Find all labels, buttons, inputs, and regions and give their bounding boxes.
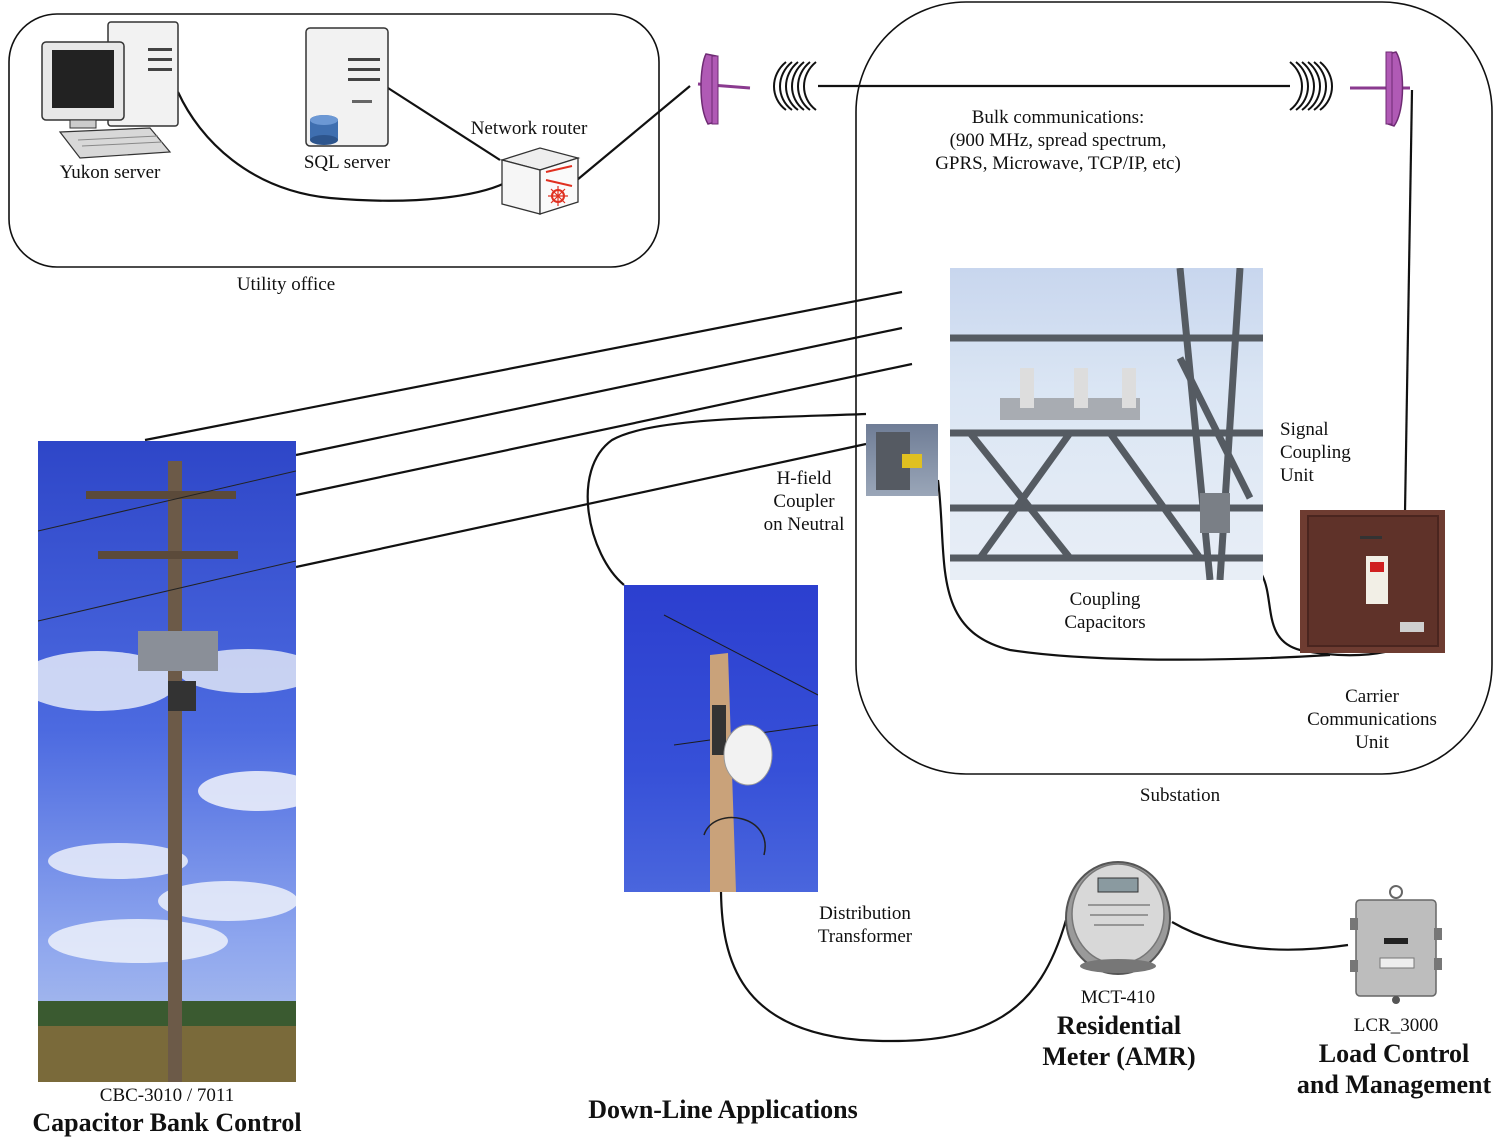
load-control-line-2: and Management (1296, 1070, 1492, 1099)
load-control-title: Load Control and Management (1290, 1038, 1498, 1100)
yukon-server-icon (41, 21, 179, 159)
radio-waves-right-icon (1289, 61, 1333, 111)
h-field-line-1: H-field (776, 468, 832, 489)
coupling-caps-line-1: Coupling (1069, 589, 1141, 610)
carrier-comms-line-1: Carrier (1345, 686, 1399, 707)
network-router-icon (499, 147, 581, 215)
substation-box (855, 1, 1493, 775)
substation-structure-photo (950, 268, 1263, 580)
coupling-caps-line-2: Capacitors (1064, 612, 1146, 633)
mct-410-model-label: MCT-410 (1080, 987, 1156, 1008)
radio-waves-left-icon (773, 61, 817, 111)
capacitor-bank-pole-photo (38, 441, 296, 1082)
antenna-to-carrier-cable (1403, 89, 1414, 513)
load-control-line-1: Load Control (1318, 1039, 1470, 1068)
h-field-coupler-label: H-field Coupler on Neutral (754, 467, 854, 536)
residential-meter-line-2: Meter (AMR) (1042, 1042, 1196, 1071)
signal-coupling-unit-label: Signal Coupling Unit (1280, 418, 1364, 487)
carrier-communications-unit-label: Carrier Communications Unit (1296, 685, 1448, 754)
coupling-cable-left (936, 479, 1331, 661)
yukon-server-label: Yukon server (59, 162, 161, 183)
transformer-to-meter-cable (719, 891, 1068, 1043)
h-field-line-3: on Neutral (763, 514, 845, 535)
carrier-comms-line-2: Communications (1307, 709, 1437, 730)
bulk-comms-line-2: (900 MHz, spread spectrum, (949, 130, 1167, 151)
distribution-transformer-photo (624, 585, 818, 892)
distribution-transformer-line-2: Transformer (817, 926, 913, 947)
cbc-model-label: CBC-3010 / 7011 (99, 1085, 235, 1106)
sql-server-label: SQL server (303, 152, 391, 173)
carrier-communications-unit-photo (1300, 510, 1445, 653)
transformer-feed-loop (586, 412, 867, 586)
lcr-3000-model-label: LCR_3000 (1353, 1015, 1439, 1036)
signal-coupling-line-2: Coupling (1280, 442, 1351, 463)
signal-coupling-line-1: Signal (1280, 419, 1329, 440)
signal-coupling-line-3: Unit (1280, 465, 1314, 486)
network-router-label: Network router (470, 118, 588, 139)
power-line-4 (295, 442, 867, 569)
meter-to-lcr-cable (1171, 921, 1349, 951)
distribution-transformer-line-1: Distribution (819, 903, 911, 924)
down-line-applications-title: Down-Line Applications (588, 1095, 858, 1124)
power-line-1 (144, 290, 903, 442)
bulk-comms-line-1: Bulk communications: (971, 107, 1145, 128)
bulk-comms-line-3: GPRS, Microwave, TCP/IP, etc) (935, 153, 1181, 174)
capacitor-bank-control-title: Capacitor Bank Control (32, 1108, 302, 1137)
substation-antenna-icon (1350, 51, 1410, 127)
residential-meter-line-1: Residential (1056, 1011, 1182, 1040)
h-field-coupler-photo (866, 424, 938, 496)
distribution-transformer-label: Distribution Transformer (800, 902, 930, 948)
residential-meter-image (1065, 861, 1171, 975)
office-antenna-icon (697, 53, 751, 125)
sql-server-icon (305, 27, 389, 147)
power-line-2 (295, 326, 903, 457)
coupling-capacitors-label: Coupling Capacitors (1050, 588, 1160, 634)
utility-office-box (8, 13, 660, 268)
carrier-comms-line-3: Unit (1355, 732, 1389, 753)
residential-meter-title: Residential Meter (AMR) (1010, 1010, 1228, 1072)
load-control-unit-image (1350, 885, 1442, 1004)
bulk-comms-label: Bulk communications: (900 MHz, spread sp… (900, 106, 1216, 175)
h-field-line-2: Coupler (773, 491, 835, 512)
yukon-to-router-cable (177, 91, 506, 202)
substation-label: Substation (1139, 785, 1221, 806)
router-to-antenna-cable (576, 85, 691, 181)
sql-to-router-cable (387, 87, 501, 161)
power-line-3 (295, 362, 913, 497)
utility-office-label: Utility office (236, 274, 336, 295)
